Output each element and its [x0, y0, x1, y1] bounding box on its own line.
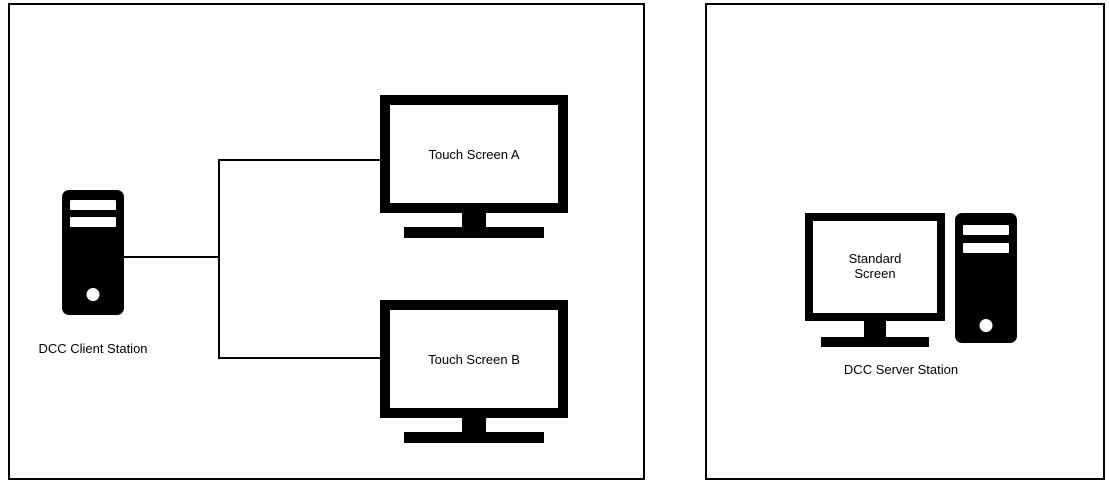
monitor-stand-base — [821, 337, 929, 347]
drive-slot-icon — [963, 225, 1009, 235]
power-button-icon — [86, 288, 100, 301]
connector-line-to-touch-screen-b — [218, 357, 380, 359]
connector-line-junction-vertical — [218, 159, 220, 359]
drive-slot-icon — [963, 243, 1009, 253]
monitor-icon: Standard Screen — [805, 213, 945, 347]
touch-screen-a-label: Touch Screen A — [428, 146, 520, 162]
monitor-icon: Touch Screen B — [380, 300, 568, 443]
monitor-screen: Touch Screen A — [380, 95, 568, 213]
monitor-screen: Standard Screen — [805, 213, 945, 321]
drive-slot-icon — [70, 217, 116, 227]
connector-line-to-touch-screen-a — [218, 159, 380, 161]
computer-tower-icon — [955, 213, 1017, 343]
monitor-stand-base — [404, 432, 544, 443]
monitor-stand-neck — [462, 213, 486, 227]
monitor-screen: Touch Screen B — [380, 300, 568, 418]
monitor-stand-base — [404, 227, 544, 238]
client-station-label: DCC Client Station — [38, 341, 148, 356]
monitor-icon: Touch Screen A — [380, 95, 568, 238]
monitor-stand-neck — [864, 321, 886, 337]
power-button-icon — [979, 319, 993, 332]
connector-line-tower-to-junction — [124, 256, 220, 258]
standard-screen-label: Standard Screen — [848, 251, 902, 281]
touch-screen-b-label: Touch Screen B — [428, 351, 520, 367]
monitor-stand-neck — [462, 418, 486, 432]
server-station-label: DCC Server Station — [843, 362, 959, 377]
drive-slot-icon — [70, 200, 116, 210]
computer-tower-icon — [62, 190, 124, 315]
